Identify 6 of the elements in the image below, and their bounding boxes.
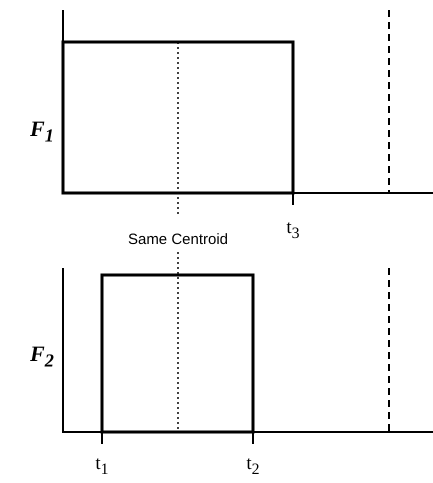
axis-label: F$_{2}$ xyxy=(30,343,54,370)
tick-label: t$_{3}$ xyxy=(286,218,300,242)
tick-label: t$_{1}$ xyxy=(95,454,109,478)
axis-label: F$_{1}$ xyxy=(30,118,54,145)
annotation-text: Same Centroid xyxy=(128,232,228,247)
tick-label: t$_{2}$ xyxy=(246,454,260,478)
